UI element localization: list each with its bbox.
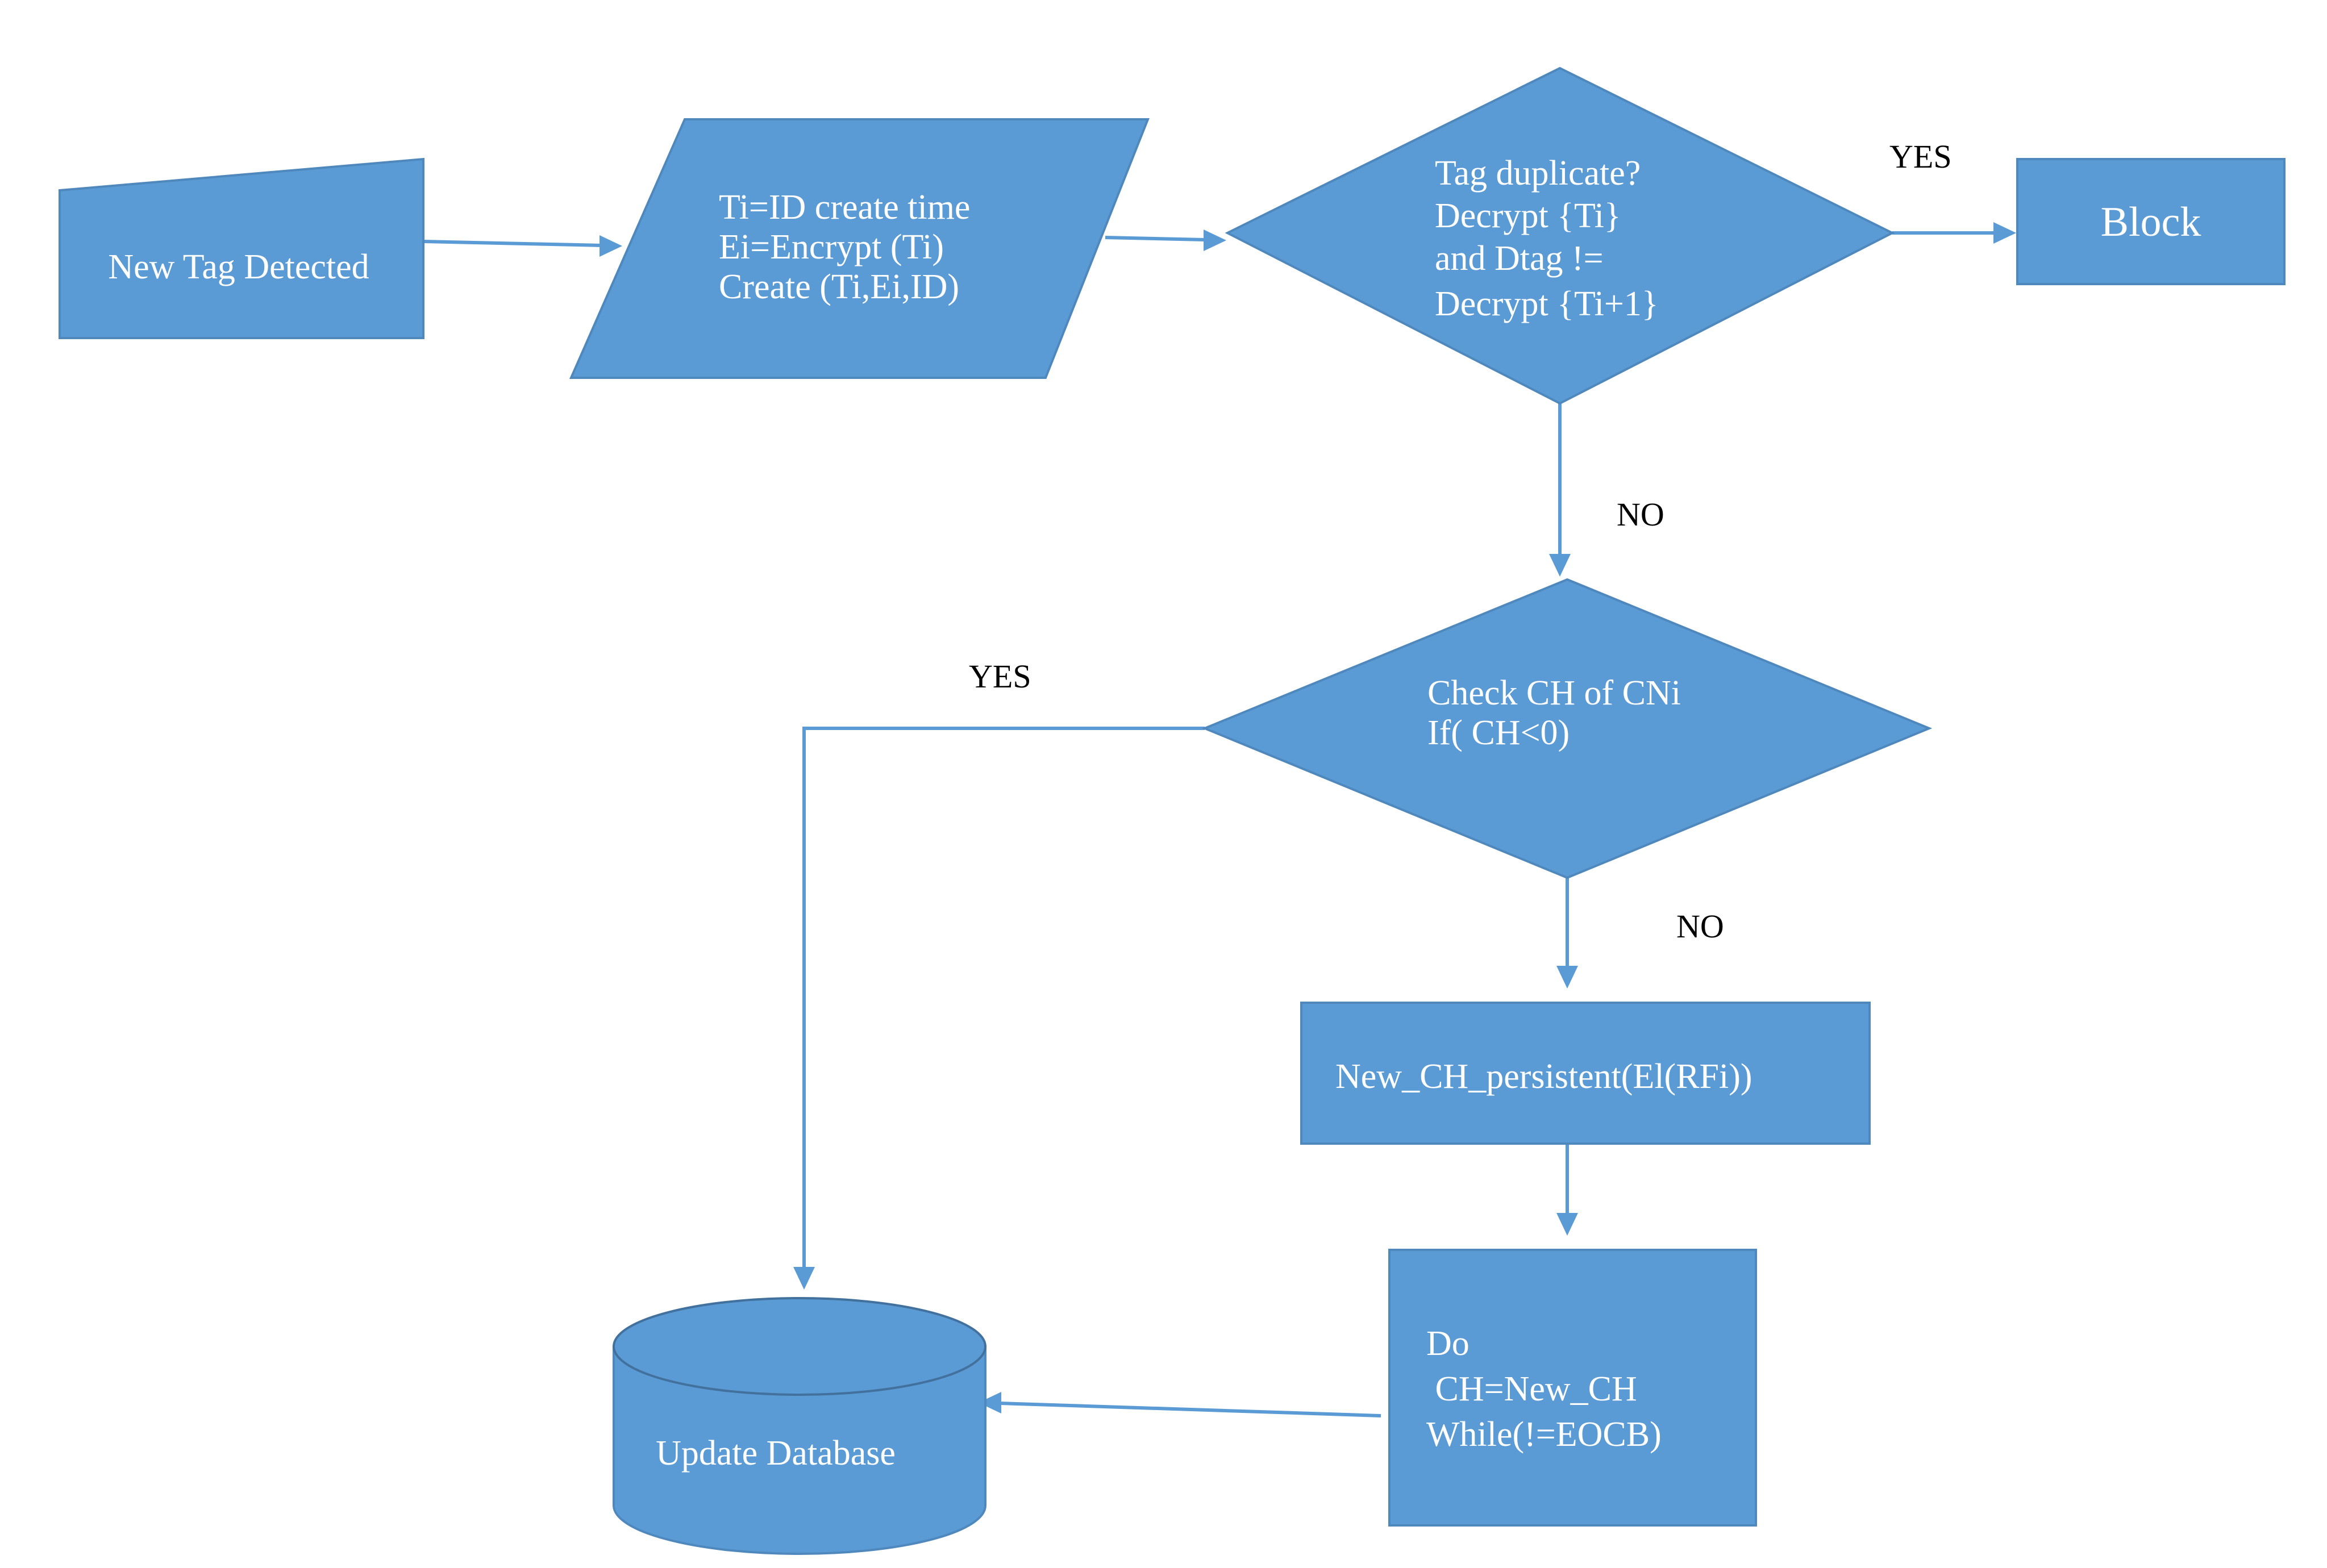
diamond-shape <box>1225 66 1895 405</box>
arrowhead <box>793 1267 815 1290</box>
duplicate-line-1: Tag duplicate? <box>1435 154 1641 193</box>
edge-new-tag-to-create <box>423 240 603 247</box>
parallelogram-shape <box>569 118 1150 379</box>
create-line-2: Ei=Encrypt (Ti) <box>719 228 944 266</box>
node-do-while-loop: Do CH=New_CH While(!=EOCB) <box>1388 1249 1757 1527</box>
new-ch-rect <box>1300 1002 1871 1145</box>
loop-rect <box>1388 1249 1757 1527</box>
duplicate-line-3: and Dtag != <box>1435 239 1604 278</box>
loop-line-2: CH=New_CH <box>1426 1370 1637 1408</box>
diamond-shape <box>1201 578 1933 879</box>
connectors <box>423 222 2016 1417</box>
edge-label-check-yes: YES <box>969 658 1031 695</box>
block-label: Block <box>2101 199 2201 245</box>
manual-input-shape <box>59 157 424 339</box>
node-check-ch-decision: Check CH of CNi If( CH<0) <box>1201 578 1933 879</box>
block-rect <box>2016 158 2286 285</box>
check-ch-line-1: Check CH of CNi <box>1427 674 1681 712</box>
duplicate-line-2: Decrypt {Ti} <box>1435 197 1621 235</box>
database-cylinder-top <box>613 1297 986 1396</box>
edge-loop-to-update-db <box>1000 1402 1381 1417</box>
node-new-ch-persistent: New_CH_persistent(El(RFi)) <box>1300 1002 1871 1145</box>
create-line-1: Ti=ID create time <box>719 188 970 227</box>
arrowhead <box>1556 1213 1578 1236</box>
node-duplicate-decision: Tag duplicate? Decrypt {Ti} and Dtag != … <box>1225 66 1895 405</box>
arrowhead <box>979 1392 1001 1413</box>
database-cylinder-body <box>613 1345 986 1555</box>
update-database-label: Update Database <box>656 1434 896 1473</box>
check-ch-line-2: If( CH<0) <box>1427 714 1570 752</box>
arrowhead <box>600 235 622 257</box>
new-tag-label: New Tag Detected <box>108 248 369 286</box>
arrowhead <box>1993 222 2016 244</box>
edge-label-check-no: NO <box>1676 908 1724 945</box>
node-update-database: Update Database <box>613 1297 986 1555</box>
arrowhead <box>1204 230 1226 251</box>
edge-label-duplicate-no: NO <box>1617 496 1664 533</box>
duplicate-line-4: Decrypt {Ti+1} <box>1435 285 1659 323</box>
loop-line-1: Do <box>1426 1324 1470 1363</box>
new-ch-label: New_CH_persistent(El(RFi)) <box>1335 1057 1752 1096</box>
edge-check-to-update-db <box>802 727 1205 1267</box>
node-block: Block <box>2016 158 2286 285</box>
node-create-record: Ti=ID create time Ei=Encrypt (Ti) Create… <box>569 118 1150 379</box>
loop-line-3: While(!=EOCB) <box>1426 1415 1662 1454</box>
edge-label-duplicate-yes: YES <box>1889 138 1952 175</box>
arrowhead <box>1556 966 1578 989</box>
create-line-3: Create (Ti,Ei,ID) <box>719 268 959 306</box>
edge-create-to-duplicate <box>1105 236 1205 241</box>
node-new-tag-detected: New Tag Detected <box>59 157 424 339</box>
arrowhead <box>1549 554 1571 577</box>
